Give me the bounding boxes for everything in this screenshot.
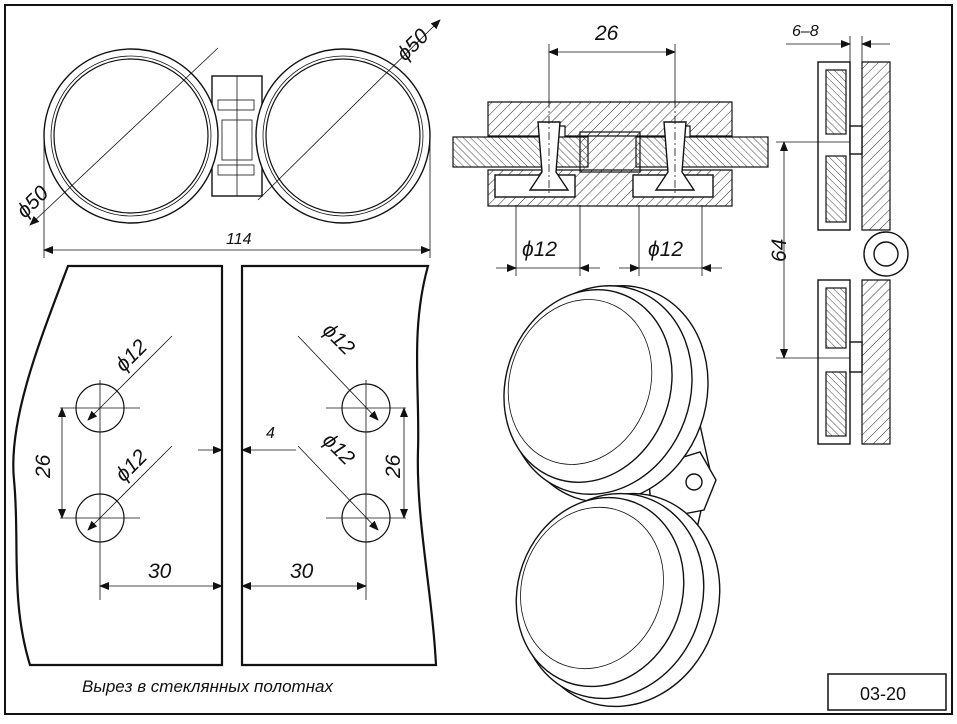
left-hole-bottom-diameter: ϕ12 — [111, 445, 152, 486]
top-right-diameter: ϕ50 — [392, 24, 433, 65]
glass-cutout-right: ϕ12 ϕ12 26 30 — [240, 264, 438, 667]
glass-cutout-left: ϕ12 ϕ12 26 30 — [12, 264, 224, 667]
section-hole-right-label: ϕ12 — [648, 238, 683, 261]
right-offset-label: 30 — [290, 560, 314, 583]
cutout-caption: Вырез в стеклянных полотнах — [82, 677, 333, 696]
right-hole-bottom-diameter: ϕ12 — [318, 429, 359, 470]
top-width-label: 114 — [226, 231, 252, 248]
left-spacing-label: 26 — [32, 454, 55, 479]
side-view: 6–8 64 — [768, 23, 909, 445]
drawing-code: 03-20 — [860, 684, 906, 704]
section-view: 26 ϕ12 ϕ12 — [452, 22, 769, 276]
right-spacing-label: 26 — [382, 454, 405, 479]
sheet-frame — [4, 4, 953, 715]
gap-dimension: 4 — [198, 425, 296, 454]
isometric-view — [503, 285, 721, 708]
side-span-label: 64 — [768, 239, 791, 262]
right-hole-top-diameter: ϕ12 — [318, 319, 359, 360]
section-spacing-label: 26 — [594, 22, 619, 45]
left-hole-top-diameter: ϕ12 — [111, 335, 152, 376]
code-box — [827, 673, 947, 711]
side-glass-range-label: 6–8 — [792, 23, 819, 40]
top-left-diameter: ϕ50 — [12, 181, 53, 222]
left-offset-label: 30 — [148, 560, 172, 583]
top-view: ϕ50 ϕ50 114 — [12, 19, 441, 258]
section-hole-left-label: ϕ12 — [522, 238, 557, 261]
gap-label: 4 — [266, 425, 275, 442]
